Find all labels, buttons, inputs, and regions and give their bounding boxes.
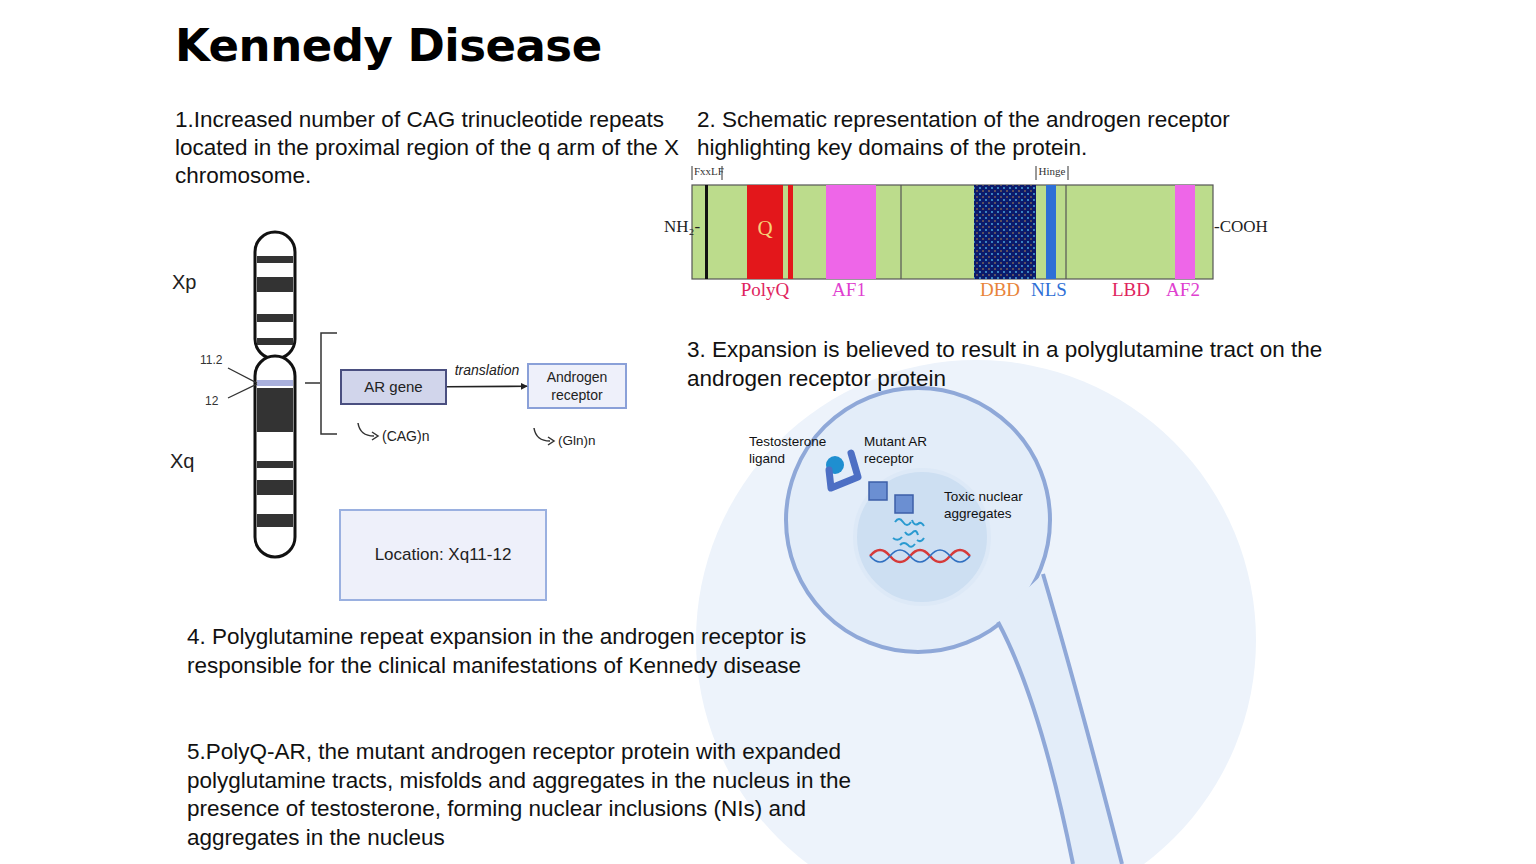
- process-box: Androgen receptor: [527, 363, 627, 409]
- note-text: 4. Polyglutamine repeat expansion in the…: [187, 623, 867, 680]
- polyq-domain: [788, 185, 793, 279]
- chromosome-band: [257, 480, 293, 495]
- nls-domain: [1046, 185, 1056, 279]
- aggregate: [895, 519, 911, 525]
- hook-arrow: [358, 423, 374, 436]
- af1-domain: [826, 185, 876, 279]
- domain-label: AF2: [1166, 279, 1200, 301]
- repeat-label: (Gln)n: [558, 433, 596, 449]
- axon-edge: [1043, 574, 1122, 864]
- axon-fill: [996, 574, 1122, 864]
- domain-divider: [1065, 185, 1066, 279]
- domain-label: PolyQ: [741, 279, 790, 301]
- note-text: 3. Expansion is believed to result in a …: [687, 336, 1377, 393]
- chromosome-band: [257, 380, 293, 386]
- domain-letter: Q: [757, 217, 772, 239]
- domain-divider: [900, 185, 901, 279]
- domain-label: LBD: [1112, 279, 1150, 301]
- domain-label: NLS: [1031, 279, 1067, 301]
- box-text: Location: Xq11-12: [375, 544, 512, 566]
- arrow-head: [372, 432, 378, 440]
- dbd-domain: [974, 185, 1036, 279]
- mutant-receptor: [895, 495, 913, 513]
- box-text: AR gene: [364, 377, 422, 397]
- domain-bracket: [692, 166, 1068, 180]
- terminus-label: NH₂-: [664, 217, 700, 237]
- motif-label: FxxLF: [694, 165, 724, 178]
- box-text: Androgen receptor: [533, 368, 621, 404]
- chromosome-band: [257, 514, 293, 527]
- aggregate: [917, 538, 924, 541]
- note-text: 1.Increased number of CAG trinucleotide …: [175, 106, 690, 190]
- bracket: [305, 333, 337, 434]
- arm-label: Xp: [172, 271, 196, 293]
- process-box: AR gene: [340, 369, 447, 405]
- process-box: Location: Xq11-12: [339, 509, 547, 601]
- axon-edge: [998, 622, 1073, 864]
- dna-strand: [870, 550, 970, 562]
- illustration-label: Toxic nuclear aggregates: [944, 488, 1049, 522]
- protein-bar: [692, 185, 1213, 279]
- aggregate: [900, 543, 915, 547]
- band-label: 11.2: [200, 353, 222, 367]
- arm-label: Xq: [170, 450, 194, 472]
- domain-label: DBD: [980, 279, 1020, 301]
- mutant-receptor: [869, 482, 887, 500]
- aggregate: [905, 531, 918, 535]
- arrow-head: [548, 437, 554, 445]
- chromosome-band: [257, 277, 293, 292]
- aggregate: [912, 520, 924, 526]
- chromosome-arm: [255, 356, 295, 557]
- page-title: Kennedy Disease: [175, 18, 602, 75]
- chromosome-band: [257, 256, 293, 263]
- af2-domain: [1175, 185, 1195, 279]
- leader-line: [228, 368, 257, 398]
- arrow-connector: [447, 385, 527, 387]
- receptor-shape: [829, 453, 858, 488]
- dna-strand: [870, 550, 970, 562]
- neuron-cell: [786, 388, 1122, 864]
- chromosome-band: [257, 314, 293, 322]
- band-label: 12: [205, 394, 218, 408]
- repeat-label: (CAG)n: [382, 428, 429, 444]
- fxxlf-motif: [705, 185, 708, 279]
- illustration-label: Testosterone ligand: [749, 433, 839, 467]
- illustration-label: Mutant AR receptor: [864, 433, 944, 467]
- hook-arrow: [534, 428, 550, 441]
- domain-label: AF1: [832, 279, 866, 301]
- chromosome-band: [257, 388, 293, 432]
- protein-schematic: [692, 166, 1213, 279]
- domain-label: Hinge: [1039, 165, 1066, 178]
- toxic-aggregates: [893, 519, 924, 547]
- aggregate: [893, 537, 902, 540]
- note-text: 2. Schematic representation of the andro…: [697, 106, 1312, 162]
- chromosome-arm: [255, 232, 295, 359]
- chromosome-band: [257, 338, 293, 345]
- edge-label: translation: [455, 362, 520, 380]
- chromosome-band: [257, 461, 293, 468]
- note-text: 5.PolyQ-AR, the mutant androgen receptor…: [187, 738, 852, 852]
- polyq-domain: [747, 185, 783, 279]
- terminus-label: -COOH: [1214, 217, 1268, 237]
